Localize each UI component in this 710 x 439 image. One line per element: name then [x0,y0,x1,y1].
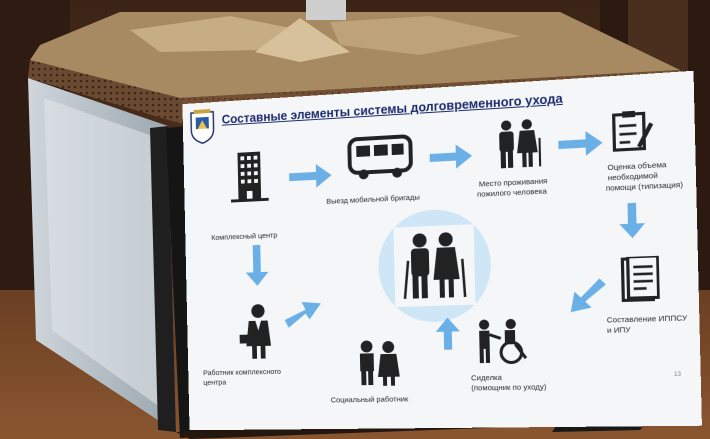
tv-bezel [166,78,696,438]
model-buildings-2 [330,16,520,55]
model-buildings [130,16,300,52]
model-pyramid [255,18,350,62]
left-panel-content [44,98,164,410]
model-tower [306,0,346,20]
